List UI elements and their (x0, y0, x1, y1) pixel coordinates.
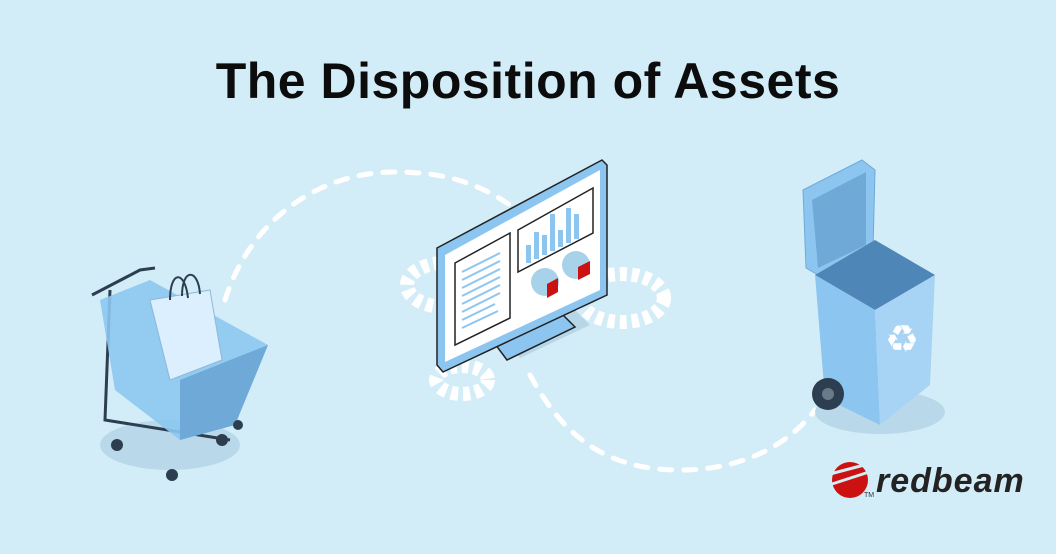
shopping-cart-icon (91, 266, 268, 481)
page-title: The Disposition of Assets (215, 53, 841, 109)
redbeam-logo-text: redbeam (876, 462, 1025, 500)
dashed-path (527, 372, 818, 473)
pie-chart-icon (531, 251, 590, 298)
redbeam-logo-icon (829, 462, 870, 498)
recycle-symbol-icon: ♻ (885, 319, 919, 361)
trademark-label: TM (864, 492, 875, 499)
bar-chart-icon (526, 208, 579, 263)
dashed-path (222, 169, 513, 303)
recycling-bin-icon: ♻ (802, 159, 945, 434)
computer-monitor-icon (436, 159, 608, 373)
